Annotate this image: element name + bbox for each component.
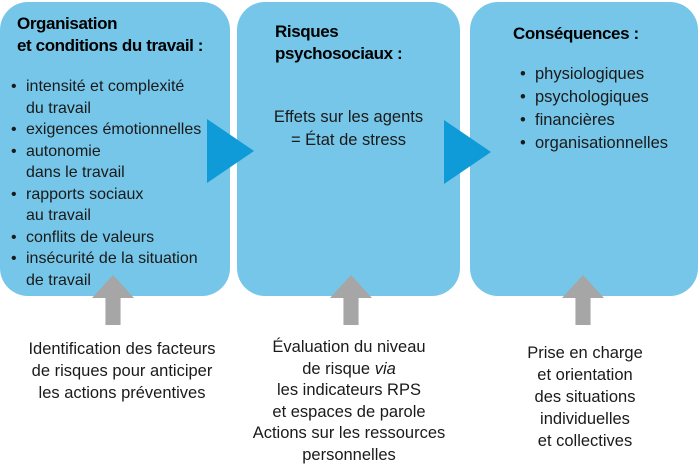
box-risques-psychosociaux: Risques psychosociaux : Effets sur les a… [237,2,460,296]
caption-evaluation-before: Évaluation du niveau de risque [272,338,426,378]
box-consequences: Conséquences : physiologiques psychologi… [470,2,698,296]
bullet-item: rapports sociaux au travail [11,184,223,227]
bullet-item: insécurité de la situation de travail [11,248,223,291]
bullet-item: conflits de valeurs [11,227,223,249]
bullet-item: organisationnelles [520,132,690,155]
caption-evaluation-after: les indicateurs RPS et espaces de parole… [252,381,446,464]
bullet-item: autonomie dans le travail [11,141,223,184]
bullet-list-consequences: physiologiques psychologiques financière… [520,63,690,155]
box-title-risques: Risques psychosociaux : [275,22,403,63]
caption-evaluation-italic: via [374,359,396,378]
caption-identification: Identification des facteurs de risques p… [28,340,216,402]
box-title-consequences: Conséquences : [513,24,639,43]
caption-evaluation: Évaluation du niveau de risque via les i… [239,337,459,466]
bullet-item: financières [520,109,690,132]
box-organisation-conditions: Organisation et conditions du travail : … [0,2,230,296]
bullet-item: exigences émotionnelles [11,119,223,141]
bullet-list-organisation: intensité et complexité du travail exige… [11,76,223,291]
caption-prise-en-charge: Prise en charge et orientation des situa… [527,344,643,450]
bullet-item: psychologiques [520,86,690,109]
bullet-item: intensité et complexité du travail [11,76,223,119]
box-body-effets: Effets sur les agents = État de stress [273,108,424,149]
bullet-item: physiologiques [520,63,690,86]
box-title-organisation: Organisation et conditions du travail : [17,14,204,55]
